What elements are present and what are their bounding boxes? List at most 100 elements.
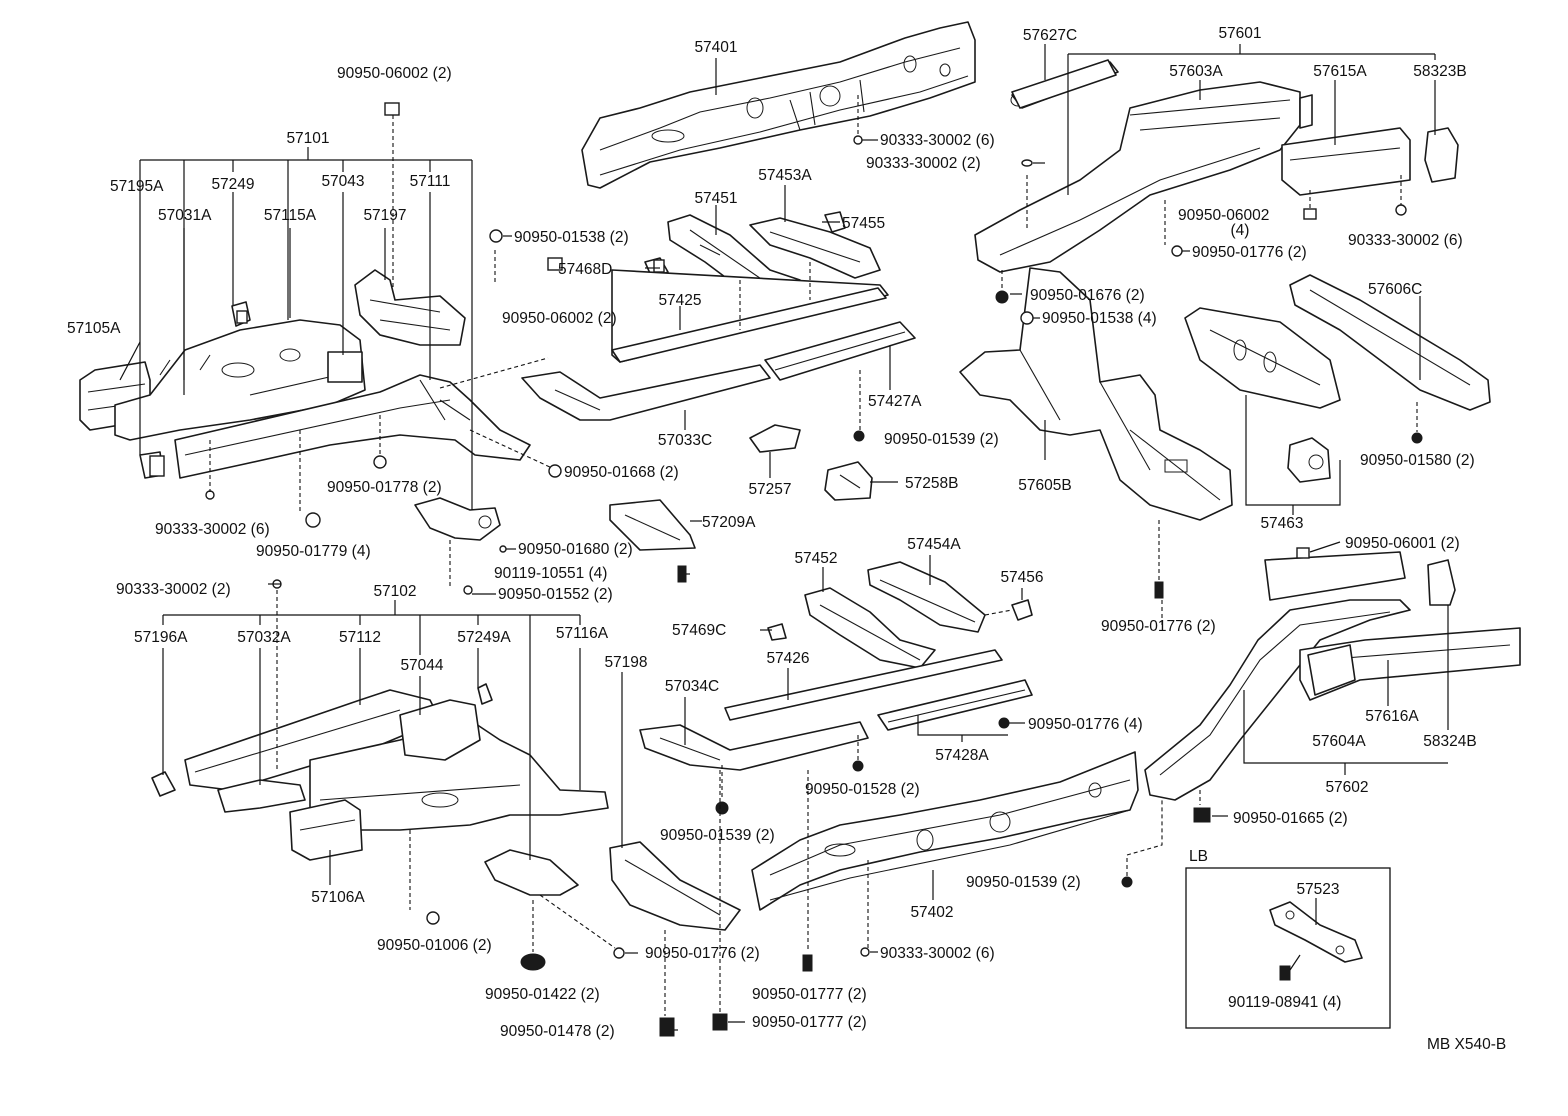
- part-label-57196a: 57196A: [134, 629, 188, 646]
- part-label-57106a: 57106A: [311, 889, 365, 906]
- part-label-57468d: 57468D: [558, 261, 612, 278]
- part-label-57102: 57102: [373, 583, 416, 600]
- part-label-90950-01478: 90950-01478 (2): [500, 1023, 615, 1040]
- brackets-57197-57111: [414, 497, 501, 541]
- part-label-90950-06001: 90950-06001 (2): [1345, 535, 1460, 552]
- part-label-90950-01777-a: 90950-01777 (2): [752, 986, 867, 1003]
- floor-side-members-57426: [639, 649, 1033, 771]
- part-label-57606c: 57606C: [1368, 281, 1422, 298]
- part-label-90950-06002-c-qty: (4): [1231, 222, 1250, 239]
- grommet-icon: [520, 953, 546, 971]
- clip-icon: [384, 102, 400, 116]
- part-label-57116a: 57116A: [556, 625, 609, 642]
- plug-icon: [463, 585, 473, 595]
- part-label-57195a: 57195A: [110, 178, 164, 195]
- part-label-57101: 57101: [286, 130, 329, 147]
- part-label-57032a: 57032A: [237, 629, 291, 646]
- lb-inset-box: [1185, 867, 1391, 1029]
- rear-floor-pan-57605B: [959, 267, 1233, 521]
- part-label-90950-01539-c: 90950-01539 (2): [966, 874, 1081, 891]
- part-label-58323b: 58323B: [1413, 63, 1466, 80]
- part-label-mb: MB X540-B: [1427, 1036, 1506, 1053]
- part-label-90950-01779: 90950-01779 (4): [256, 543, 371, 560]
- clip-icon: [547, 257, 563, 271]
- part-label-57428a: 57428A: [935, 747, 989, 764]
- part-label-90119-10551: 90119-10551 (4): [494, 565, 607, 582]
- part-label-90950-01528: 90950-01528 (2): [805, 781, 920, 798]
- part-label-57453a: 57453A: [758, 167, 812, 184]
- rocker-panel-57401: [581, 21, 976, 189]
- part-label-90950-01676: 90950-01676 (2): [1030, 287, 1145, 304]
- part-label-57452: 57452: [794, 550, 837, 567]
- part-label-57523: 57523: [1296, 881, 1339, 898]
- part-label-90950-01538-b: 90950-01538 (4): [1042, 310, 1157, 327]
- part-label-57627c: 57627C: [1023, 27, 1077, 44]
- floor-side-members-57425: [521, 269, 916, 421]
- part-label-57198: 57198: [604, 654, 647, 671]
- part-label-57034c: 57034C: [665, 678, 719, 695]
- front-side-member-57101: [79, 269, 531, 479]
- part-label-90950-01680: 90950-01680 (2): [518, 541, 633, 558]
- grommet-icon: [1121, 876, 1133, 888]
- part-label-57604a: 57604A: [1312, 733, 1366, 750]
- lb-inset-part-57523: [1269, 901, 1363, 963]
- part-label-57258b: 57258B: [905, 475, 958, 492]
- part-label-90950-06002-b: 90950-06002 (2): [502, 310, 617, 327]
- part-label-57426: 57426: [766, 650, 809, 667]
- part-label-57601: 57601: [1218, 25, 1261, 42]
- bolt-icon: [1279, 965, 1291, 981]
- brackets-57257-57258B-57209A: [609, 424, 873, 551]
- part-label-90333-30002-right: 90333-30002 (6): [1348, 232, 1463, 249]
- clip-icon: [236, 310, 248, 324]
- part-label-57401: 57401: [694, 39, 737, 56]
- clip-icon: [1296, 547, 1310, 559]
- part-label-57257: 57257: [748, 481, 791, 498]
- grommet-icon: [613, 947, 625, 959]
- part-label-57402: 57402: [910, 904, 953, 921]
- nut-icon: [489, 229, 503, 243]
- grommet-icon: [1193, 807, 1211, 823]
- part-label-90950-01776-b: 90950-01776 (2): [1101, 618, 1216, 635]
- nut-icon: [1020, 311, 1034, 325]
- part-label-90950-01552: 90950-01552 (2): [498, 586, 613, 603]
- grommet-icon: [1411, 432, 1423, 444]
- bolt-icon: [677, 565, 687, 583]
- part-label-57605b: 57605B: [1018, 477, 1071, 494]
- floor-crossmember-57452: [767, 561, 1033, 669]
- part-label-57456: 57456: [1000, 569, 1043, 586]
- part-label-90950-01776-a: 90950-01776 (2): [1192, 244, 1307, 261]
- part-label-57031a: 57031A: [158, 207, 212, 224]
- part-label-57616a: 57616A: [1365, 708, 1419, 725]
- nut-icon: [426, 911, 440, 925]
- nut-icon: [305, 512, 321, 528]
- part-label-57112: 57112: [339, 629, 381, 646]
- part-label-90950-01776-c: 90950-01776 (4): [1028, 716, 1143, 733]
- grommet-icon: [853, 430, 865, 442]
- plug-icon: [1395, 204, 1407, 216]
- part-label-57105a: 57105A: [67, 320, 121, 337]
- clip-icon: [149, 455, 165, 477]
- part-label-57463: 57463: [1260, 515, 1303, 532]
- grommet-icon: [1171, 245, 1183, 257]
- part-label-90950-01422: 90950-01422 (2): [485, 986, 600, 1003]
- part-label-90333-30002-top2: 90333-30002 (2): [866, 155, 981, 172]
- plug-icon: [1021, 159, 1033, 167]
- grommet-icon: [802, 954, 813, 972]
- clip-icon: [653, 259, 665, 273]
- part-label-90119-08941: 90119-08941 (4): [1228, 994, 1341, 1011]
- fasteners: [149, 102, 1423, 1037]
- part-label-90950-01668: 90950-01668 (2): [564, 464, 679, 481]
- part-label-90950-01665: 90950-01665 (2): [1233, 810, 1348, 827]
- part-label-57455: 57455: [842, 215, 885, 232]
- part-label-90950-01538-a: 90950-01538 (2): [514, 229, 629, 246]
- part-label-90333-30002-bot: 90333-30002 (6): [880, 945, 995, 962]
- part-label-57111: 57111: [410, 173, 451, 190]
- part-label-57197: 57197: [363, 207, 406, 224]
- part-label-90333-30002-top: 90333-30002 (6): [880, 132, 995, 149]
- part-label-90333-30002-mid: 90333-30002 (2): [116, 581, 231, 598]
- part-label-90333-30002-left: 90333-30002 (6): [155, 521, 270, 538]
- plug-icon: [499, 545, 507, 553]
- part-label-57249: 57249: [211, 176, 254, 193]
- grommet-icon: [659, 1017, 675, 1037]
